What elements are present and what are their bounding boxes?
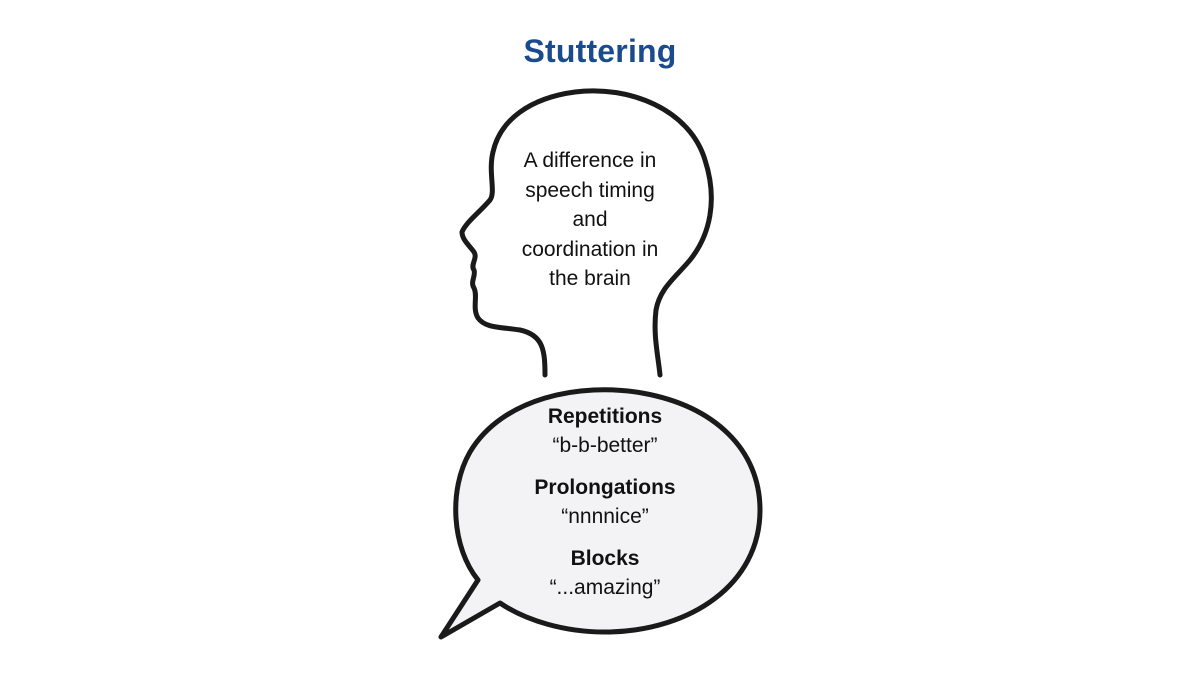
bubble-content: Repetitions “b-b-better” Prolongations “… xyxy=(455,402,755,615)
head-text: A difference in speech timing and coordi… xyxy=(490,146,690,294)
head-text-line: the brain xyxy=(549,267,631,290)
head-outline xyxy=(459,88,714,378)
term-repetitions: Repetitions xyxy=(547,405,663,428)
example-repetitions: “b-b-better” xyxy=(552,434,658,457)
head-text-line: A difference in xyxy=(523,149,657,172)
example-blocks: “...amazing” xyxy=(549,576,661,599)
diagram-title: Stuttering xyxy=(523,33,677,69)
term-prolongations: Prolongations xyxy=(534,476,676,499)
example-prolongations: “nnnnice” xyxy=(561,505,649,528)
term-blocks: Blocks xyxy=(570,547,640,570)
head-text-line: and xyxy=(572,208,608,231)
head-text-line: coordination in xyxy=(521,237,659,261)
speech-bubble xyxy=(438,387,763,640)
head-text-line: speech timing xyxy=(525,178,655,202)
